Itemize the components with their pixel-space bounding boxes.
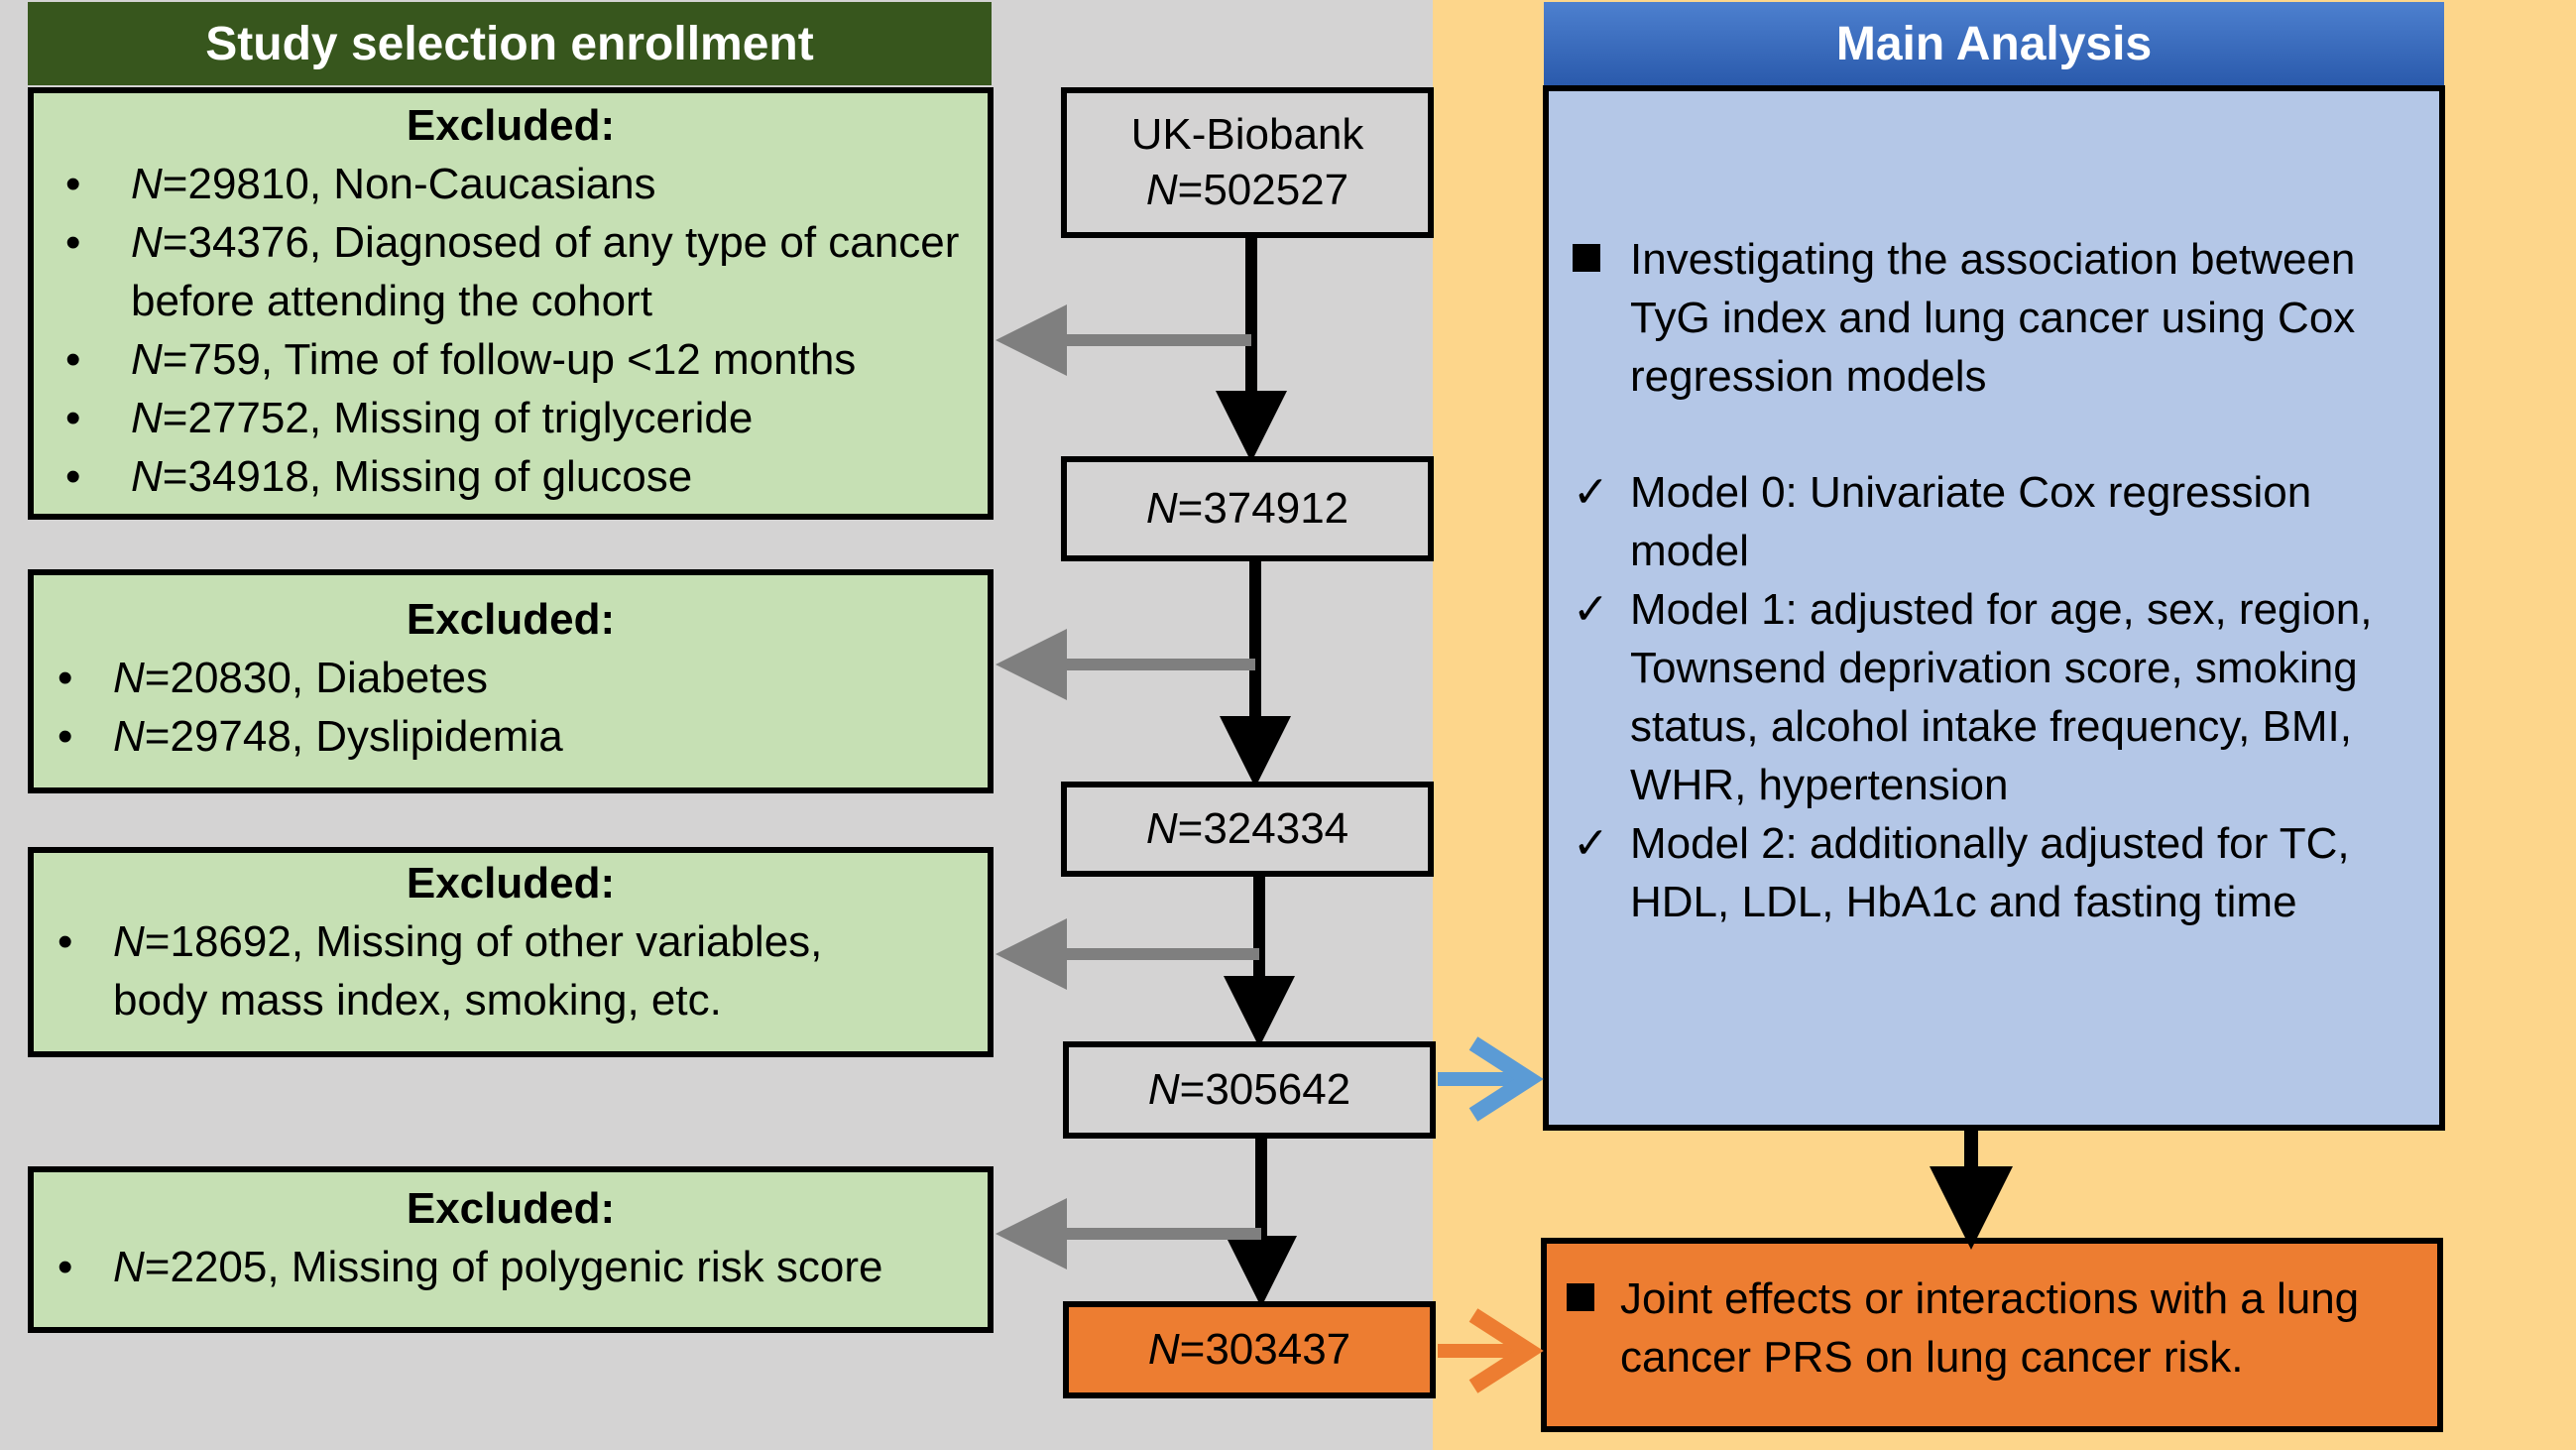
count-box-step-1: N=374912 bbox=[1061, 456, 1434, 561]
count-box-step-2: N=324334 bbox=[1061, 782, 1434, 877]
secondary-analysis-box: Joint effects or interactions with a lun… bbox=[1541, 1238, 2443, 1432]
secondary-analysis-text: Joint effects or interactions with a lun… bbox=[1547, 1269, 2437, 1387]
square-bullet-icon bbox=[1567, 1283, 1594, 1311]
exclusion-item: N=34918, Missing of glucose bbox=[34, 447, 988, 506]
exclusion-item: N=20830, Diabetes bbox=[34, 649, 988, 707]
step-count: N=324334 bbox=[1145, 804, 1349, 853]
exclusion-item: N=18692, Missing of other variables, bod… bbox=[34, 912, 988, 1029]
model-item: ✓Model 1: adjusted for age, sex, region,… bbox=[1549, 580, 2419, 814]
square-bullet-icon bbox=[1573, 244, 1600, 272]
exclusion-box-2: Excluded: N=20830, Diabetes N=29748, Dys… bbox=[28, 569, 994, 793]
exclusion-item: N=2205, Missing of polygenic risk score bbox=[34, 1238, 988, 1296]
exclusion-box-3: Excluded: N=18692, Missing of other vari… bbox=[28, 847, 994, 1057]
check-icon: ✓ bbox=[1573, 819, 1609, 868]
source-count: N=502527 bbox=[1145, 166, 1349, 214]
main-analysis-box: Investigating the association between Ty… bbox=[1543, 85, 2445, 1131]
exclusion-title: Excluded: bbox=[406, 859, 616, 907]
step-count: N=305642 bbox=[1147, 1065, 1351, 1114]
exclusion-title: Excluded: bbox=[406, 595, 616, 644]
step-count: N=374912 bbox=[1145, 484, 1349, 533]
arrow-to-secondary-analysis bbox=[1438, 1308, 1544, 1393]
enrollment-header: Study selection enrollment bbox=[28, 2, 992, 85]
exclusion-box-4: Excluded: N=2205, Missing of polygenic r… bbox=[28, 1166, 994, 1333]
exclusion-item: N=34376, Diagnosed of any type of cancer… bbox=[34, 213, 988, 330]
exclusion-item: N=27752, Missing of triglyceride bbox=[34, 389, 988, 447]
count-box-final: N=303437 bbox=[1063, 1301, 1436, 1398]
count-box-step-3: N=305642 bbox=[1063, 1041, 1436, 1139]
check-icon: ✓ bbox=[1573, 468, 1609, 517]
source-label: UK-Biobank bbox=[1130, 110, 1364, 159]
exclusion-item: N=29748, Dyslipidemia bbox=[34, 707, 988, 766]
final-count: N=303437 bbox=[1147, 1325, 1351, 1374]
count-box-source: UK-Biobank N=502527 bbox=[1061, 87, 1434, 238]
check-icon: ✓ bbox=[1573, 585, 1609, 634]
model-item: ✓Model 2: additionally adjusted for TC, … bbox=[1549, 814, 2419, 931]
exclusion-title: Excluded: bbox=[406, 101, 616, 150]
exclusion-box-1: Excluded: N=29810, Non-Caucasians N=3437… bbox=[28, 87, 994, 520]
exclusion-item: N=29810, Non-Caucasians bbox=[34, 155, 988, 213]
exclusion-item: N=759, Time of follow-up <12 months bbox=[34, 330, 988, 389]
analysis-objective: Investigating the association between Ty… bbox=[1549, 230, 2419, 406]
model-item: ✓Model 0: Univariate Cox regression mode… bbox=[1549, 463, 2419, 580]
arrow-to-main-analysis bbox=[1438, 1036, 1544, 1122]
exclusion-title: Excluded: bbox=[406, 1184, 616, 1233]
analysis-header: Main Analysis bbox=[1544, 2, 2444, 85]
